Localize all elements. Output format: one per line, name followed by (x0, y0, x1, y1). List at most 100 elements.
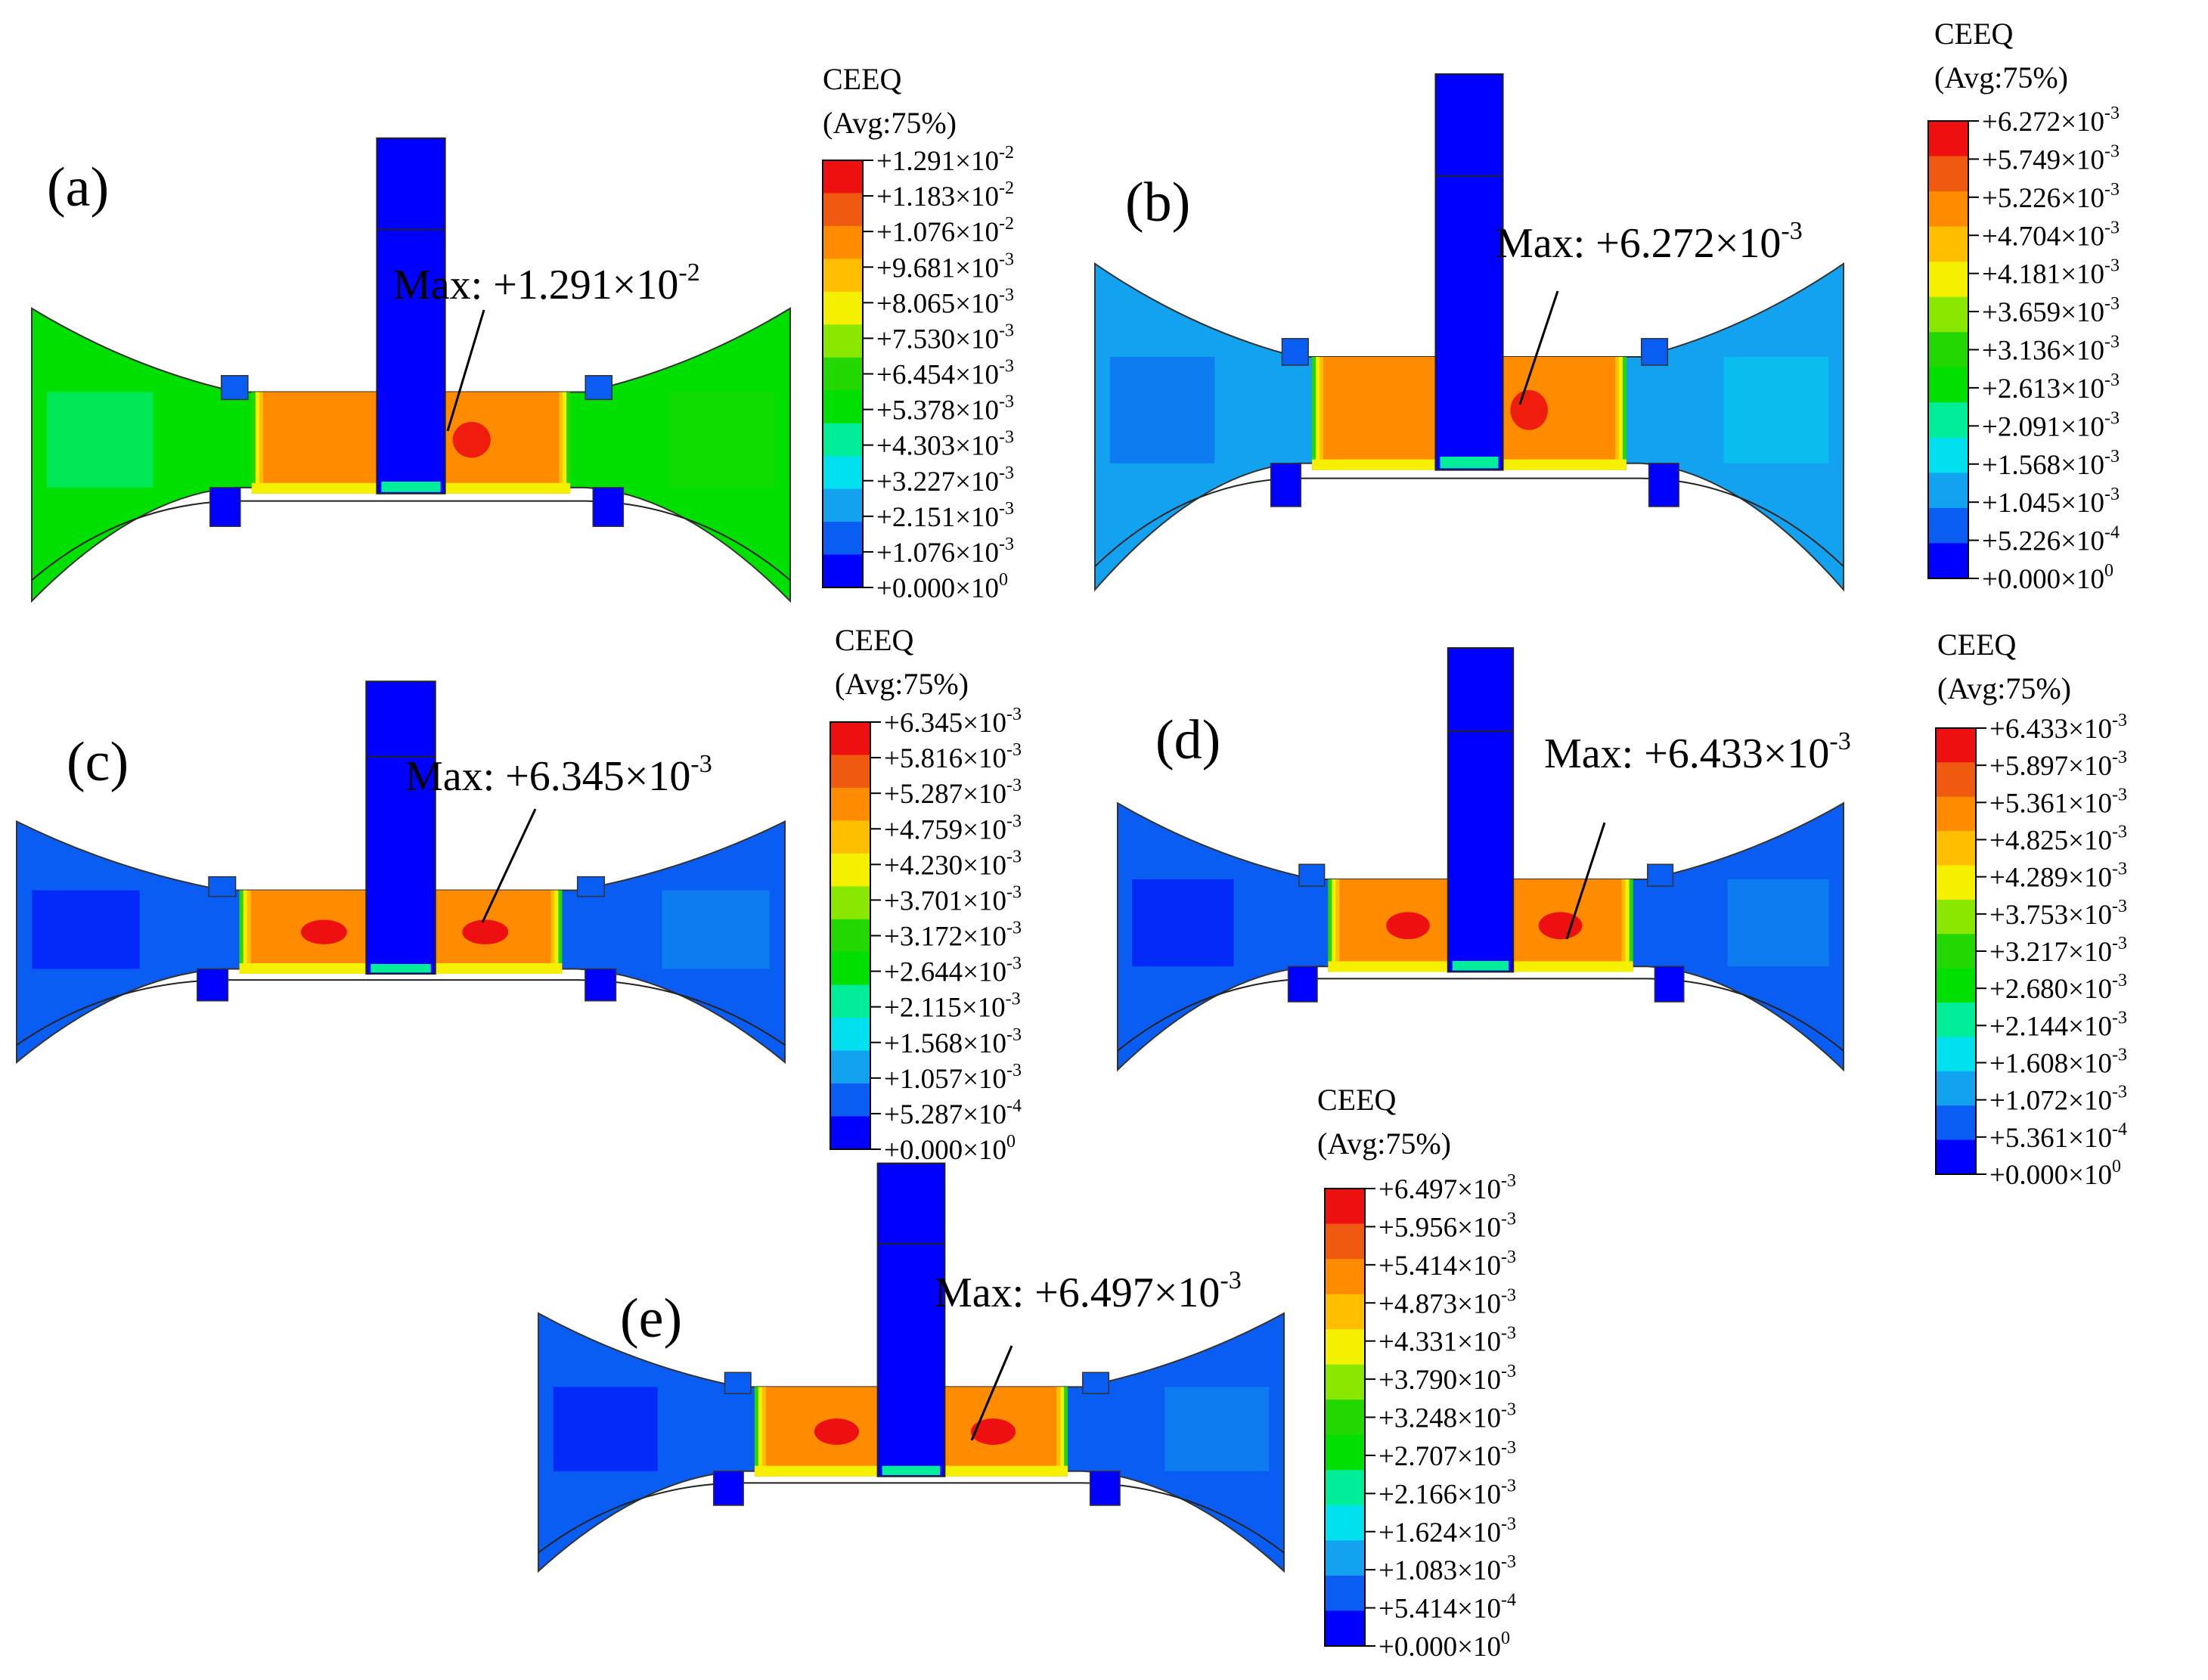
legend-tick-label: +8.065×10-3 (876, 285, 1014, 319)
panel-letter: (a) (47, 157, 109, 219)
top-lug (1640, 338, 1669, 366)
top-lug (221, 375, 249, 401)
side-band-right (1723, 357, 1829, 463)
legend-avg: (Avg:75%) (823, 106, 957, 140)
transition-band (1608, 357, 1615, 470)
legend-swatch (830, 722, 870, 755)
legend-tick-label: +1.072×10-3 (1989, 1083, 2127, 1117)
bottom-lug (1648, 463, 1679, 507)
legend-swatch (1936, 762, 1976, 798)
transition-band (1058, 1387, 1065, 1477)
legend-tick-label: +3.248×10-3 (1378, 1400, 1516, 1434)
legend-swatch (830, 1116, 870, 1150)
legend-swatch (1936, 968, 1976, 1003)
legend-tick-label: +4.759×10-3 (884, 811, 1022, 845)
max-leader-line (446, 309, 485, 432)
fe-model-e (538, 1162, 1285, 1573)
side-band-right (1164, 1387, 1270, 1471)
legend-tick-label: +2.644×10-3 (884, 954, 1022, 988)
legend-swatch (1928, 262, 1968, 298)
legend-tick-label: +0.000×100 (1989, 1157, 2121, 1191)
legend-swatch (830, 755, 870, 789)
central-shaft (876, 1162, 946, 1477)
legend-tick-label: +5.361×10-4 (1989, 1120, 2127, 1154)
legend-swatch (830, 984, 870, 1018)
transition-band (1619, 879, 1626, 972)
transition-band (239, 890, 246, 974)
transition-band (1623, 879, 1630, 972)
legend-tick-label: +1.608×10-3 (1989, 1046, 2127, 1080)
legend-swatch (1928, 226, 1968, 262)
transition-band (557, 392, 563, 494)
max-leader-line (970, 1345, 1013, 1441)
legend-tick-label: +5.361×10-3 (1989, 785, 2127, 819)
legend-swatch (1325, 1364, 1365, 1400)
top-lug (1281, 338, 1309, 366)
legend-swatch (1325, 1189, 1365, 1225)
legend-tick-label: +4.331×10-3 (1378, 1324, 1516, 1358)
labels-d: (d)Max: +6.433×10-3 (1155, 709, 1851, 940)
legend-tick-label: +9.681×10-3 (876, 250, 1014, 284)
legend-swatch (1928, 121, 1968, 157)
legend-tick-label: +3.136×10-3 (1982, 333, 2120, 367)
legend-tick-label: +5.414×10-3 (1378, 1248, 1516, 1282)
legend-swatch (1936, 899, 1976, 935)
side-band-right (1727, 879, 1829, 967)
legend-avg: (Avg:75%) (835, 667, 969, 701)
legend-swatch (1928, 473, 1968, 509)
legend-swatch (1325, 1434, 1365, 1471)
shaft-foot (381, 482, 441, 492)
legend-swatch (1936, 1071, 1976, 1106)
legend-tick-label: +3.172×10-3 (884, 919, 1022, 953)
legend-swatch (1936, 865, 1976, 900)
panel-letter: (c) (67, 731, 129, 793)
legend-swatch (823, 456, 863, 490)
shaft-foot (882, 1465, 941, 1475)
transition-band (1615, 879, 1622, 972)
legend-tick-label: +0.000×100 (1378, 1629, 1510, 1663)
transition-band (250, 890, 257, 974)
rim-line (31, 500, 791, 581)
legend-tick-label: +1.291×10-2 (876, 143, 1014, 177)
transition-band (251, 392, 258, 494)
panel-letter: (e) (620, 1288, 682, 1350)
transition-band (556, 890, 563, 974)
legend-swatch (1928, 367, 1968, 403)
max-leader-line (1565, 822, 1606, 940)
fe-model-c (16, 680, 786, 1065)
top-lug (208, 876, 237, 897)
hot-spot-right (452, 422, 491, 458)
legend-tick-label: +4.303×10-3 (876, 428, 1014, 462)
legend-tick-label: +2.144×10-3 (1989, 1008, 2127, 1042)
legend-tick-label: +1.624×10-3 (1378, 1514, 1516, 1548)
labels-a: (a)Max: +1.291×10-2 (47, 157, 700, 432)
legend-tick-label: +3.659×10-3 (1982, 294, 2120, 328)
legend-swatch (1928, 332, 1968, 368)
hot-spot-left (300, 919, 347, 944)
legend-swatch (830, 886, 870, 920)
bottom-lug (1654, 966, 1685, 1003)
max-annotation: Max: +6.497×10-3 (935, 1266, 1242, 1316)
legend-avg: (Avg:75%) (1937, 671, 2071, 705)
transition-band (765, 1387, 772, 1477)
central-shaft (376, 137, 446, 494)
legend-swatch (823, 259, 863, 293)
shaft-foot (371, 964, 431, 973)
legend-swatch (1325, 1540, 1365, 1576)
legend-tick-label: +3.227×10-3 (876, 463, 1014, 497)
side-band-left (553, 1387, 658, 1471)
legend-d: CEEQ(Avg:75%)+6.433×10-3+5.897×10-3+5.36… (1935, 628, 2127, 1191)
hot-spot-left (814, 1418, 859, 1445)
transition-band (247, 890, 253, 974)
legend-title: CEEQ (823, 62, 902, 96)
transition-band (560, 392, 567, 494)
side-band-right (668, 392, 775, 488)
legend-swatch (823, 554, 863, 588)
transition-band (1320, 357, 1326, 470)
legend-title: CEEQ (1937, 628, 2017, 662)
legend-swatch (823, 522, 863, 556)
legend-swatch (1936, 728, 1976, 763)
bottom-lug (1287, 966, 1318, 1003)
panel-letter: (d) (1155, 709, 1220, 771)
legend-swatch (1928, 437, 1968, 473)
